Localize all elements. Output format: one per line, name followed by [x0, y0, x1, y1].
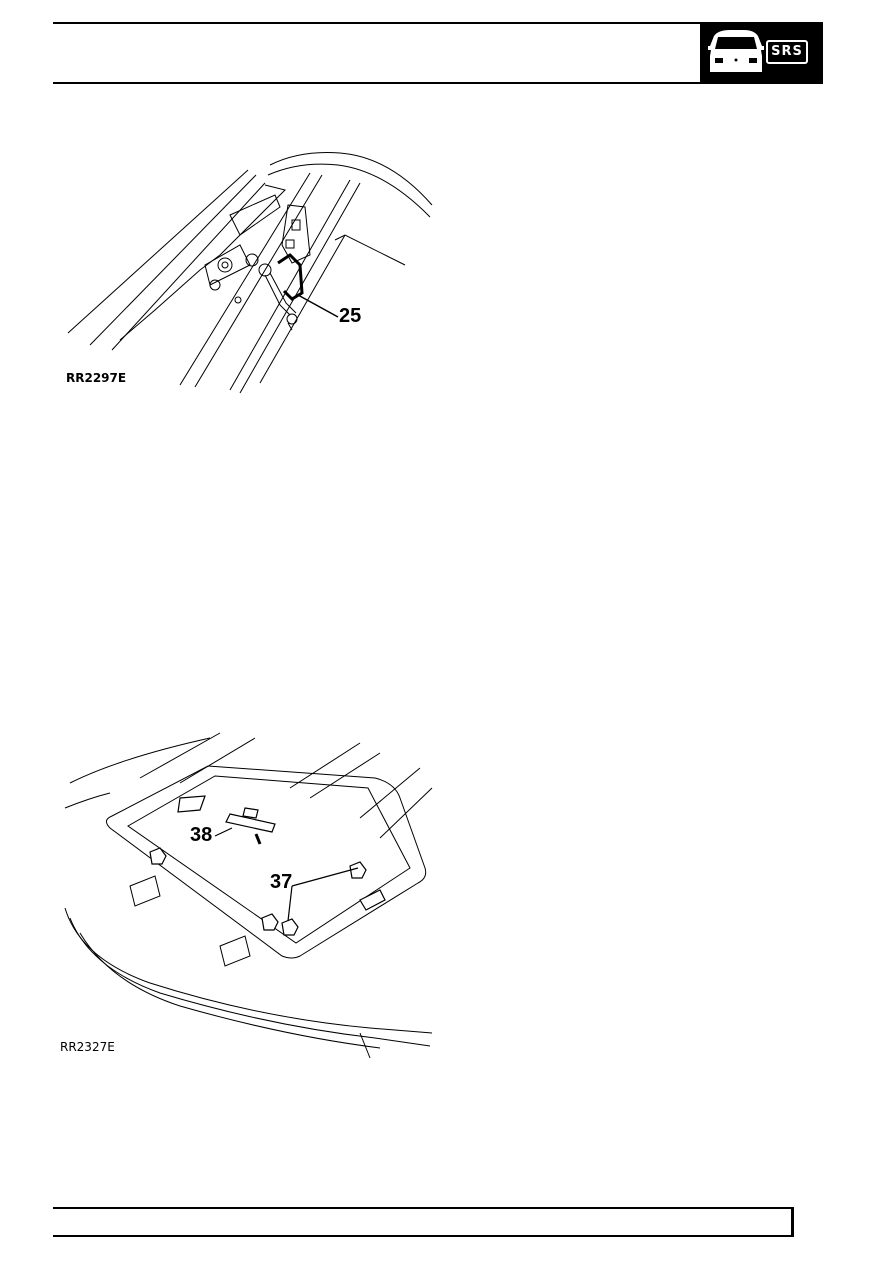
header-rule-top [53, 22, 823, 24]
aperture-illustration [64, 732, 433, 1059]
header-rule-bottom [53, 82, 823, 84]
figure-roof-aperture: 38 37 RR2327E [60, 728, 435, 1063]
callout-38: 38 [190, 824, 213, 846]
mechanism-illustration [67, 152, 433, 394]
footer-box [53, 1207, 794, 1237]
car-front-icon [708, 30, 764, 72]
figure-sunroof-mechanism: 25 RR2297E [60, 145, 435, 395]
figure-code-top: RR2297E [66, 371, 127, 385]
srs-badge: SRS [700, 22, 823, 84]
callout-25: 25 [339, 305, 362, 327]
srs-label: SRS [766, 40, 808, 64]
callout-37: 37 [270, 871, 293, 893]
figure-code-bottom: RR2327E [60, 1040, 115, 1054]
